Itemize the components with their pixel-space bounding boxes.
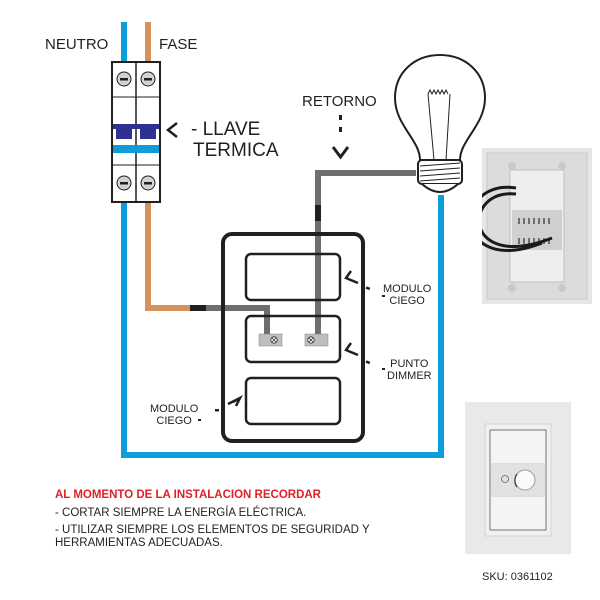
phase-to-dimmer-wire bbox=[190, 305, 270, 335]
notes-item: - CORTAR SIEMPRE LA ENERGÍA ELÉCTRICA. bbox=[55, 507, 307, 519]
punto-dimmer-label: PUNTO DIMMER bbox=[387, 358, 432, 382]
neutral-wire bbox=[121, 22, 444, 458]
modulo-ciego-right-line1: MODULO bbox=[383, 283, 432, 295]
breaker bbox=[111, 61, 161, 203]
notes-item: - UTILIZAR SIEMPRE LOS ELEMENTOS DE SEGU… bbox=[55, 524, 370, 550]
module-top-blank bbox=[244, 252, 342, 302]
retorno-arrow-icon bbox=[331, 115, 350, 160]
llave-termica-line1: - LLAVE bbox=[191, 119, 261, 140]
llave-arrow-icon bbox=[165, 122, 178, 138]
modulo-ciego-left-line1: MODULO bbox=[150, 403, 199, 415]
notes-title: AL MOMENTO DE LA INSTALACION RECORDAR bbox=[55, 489, 321, 501]
neutro-label: NEUTRO bbox=[45, 36, 109, 53]
return-wire bbox=[315, 170, 416, 335]
module-bottom-blank bbox=[244, 376, 342, 426]
product-photo-front bbox=[465, 402, 571, 554]
fan-icon bbox=[501, 475, 509, 483]
fase-label: FASE bbox=[159, 36, 198, 53]
module-dimmer bbox=[244, 314, 342, 364]
llave-termica-label: - LLAVE TERMICA bbox=[191, 119, 279, 162]
sku-label: SKU: 0361102 bbox=[482, 571, 553, 583]
product-photo-back bbox=[469, 148, 592, 304]
punto-dimmer-line1: PUNTO bbox=[390, 358, 429, 370]
modulo-ciego-right-line2: CIEGO bbox=[389, 294, 425, 307]
retorno-label: RETORNO bbox=[302, 93, 377, 110]
installation-notes: AL MOMENTO DE LA INSTALACION RECORDAR - … bbox=[55, 489, 375, 555]
switch-plate-outline bbox=[221, 232, 365, 443]
punto-dimmer-line2: DIMMER bbox=[387, 369, 432, 382]
llave-termica-line2: TERMICA bbox=[193, 139, 279, 161]
light-bulb-icon bbox=[393, 53, 487, 193]
dimmer-terminals bbox=[258, 333, 329, 347]
modulo-ciego-label-right: MODULO CIEGO bbox=[383, 283, 432, 307]
modulo-ciego-label-left: MODULO CIEGO bbox=[150, 403, 199, 427]
callout-arrow-icon bbox=[198, 270, 385, 421]
breaker-screw-icon bbox=[116, 71, 156, 191]
modulo-ciego-left-line2: CIEGO bbox=[156, 414, 192, 427]
